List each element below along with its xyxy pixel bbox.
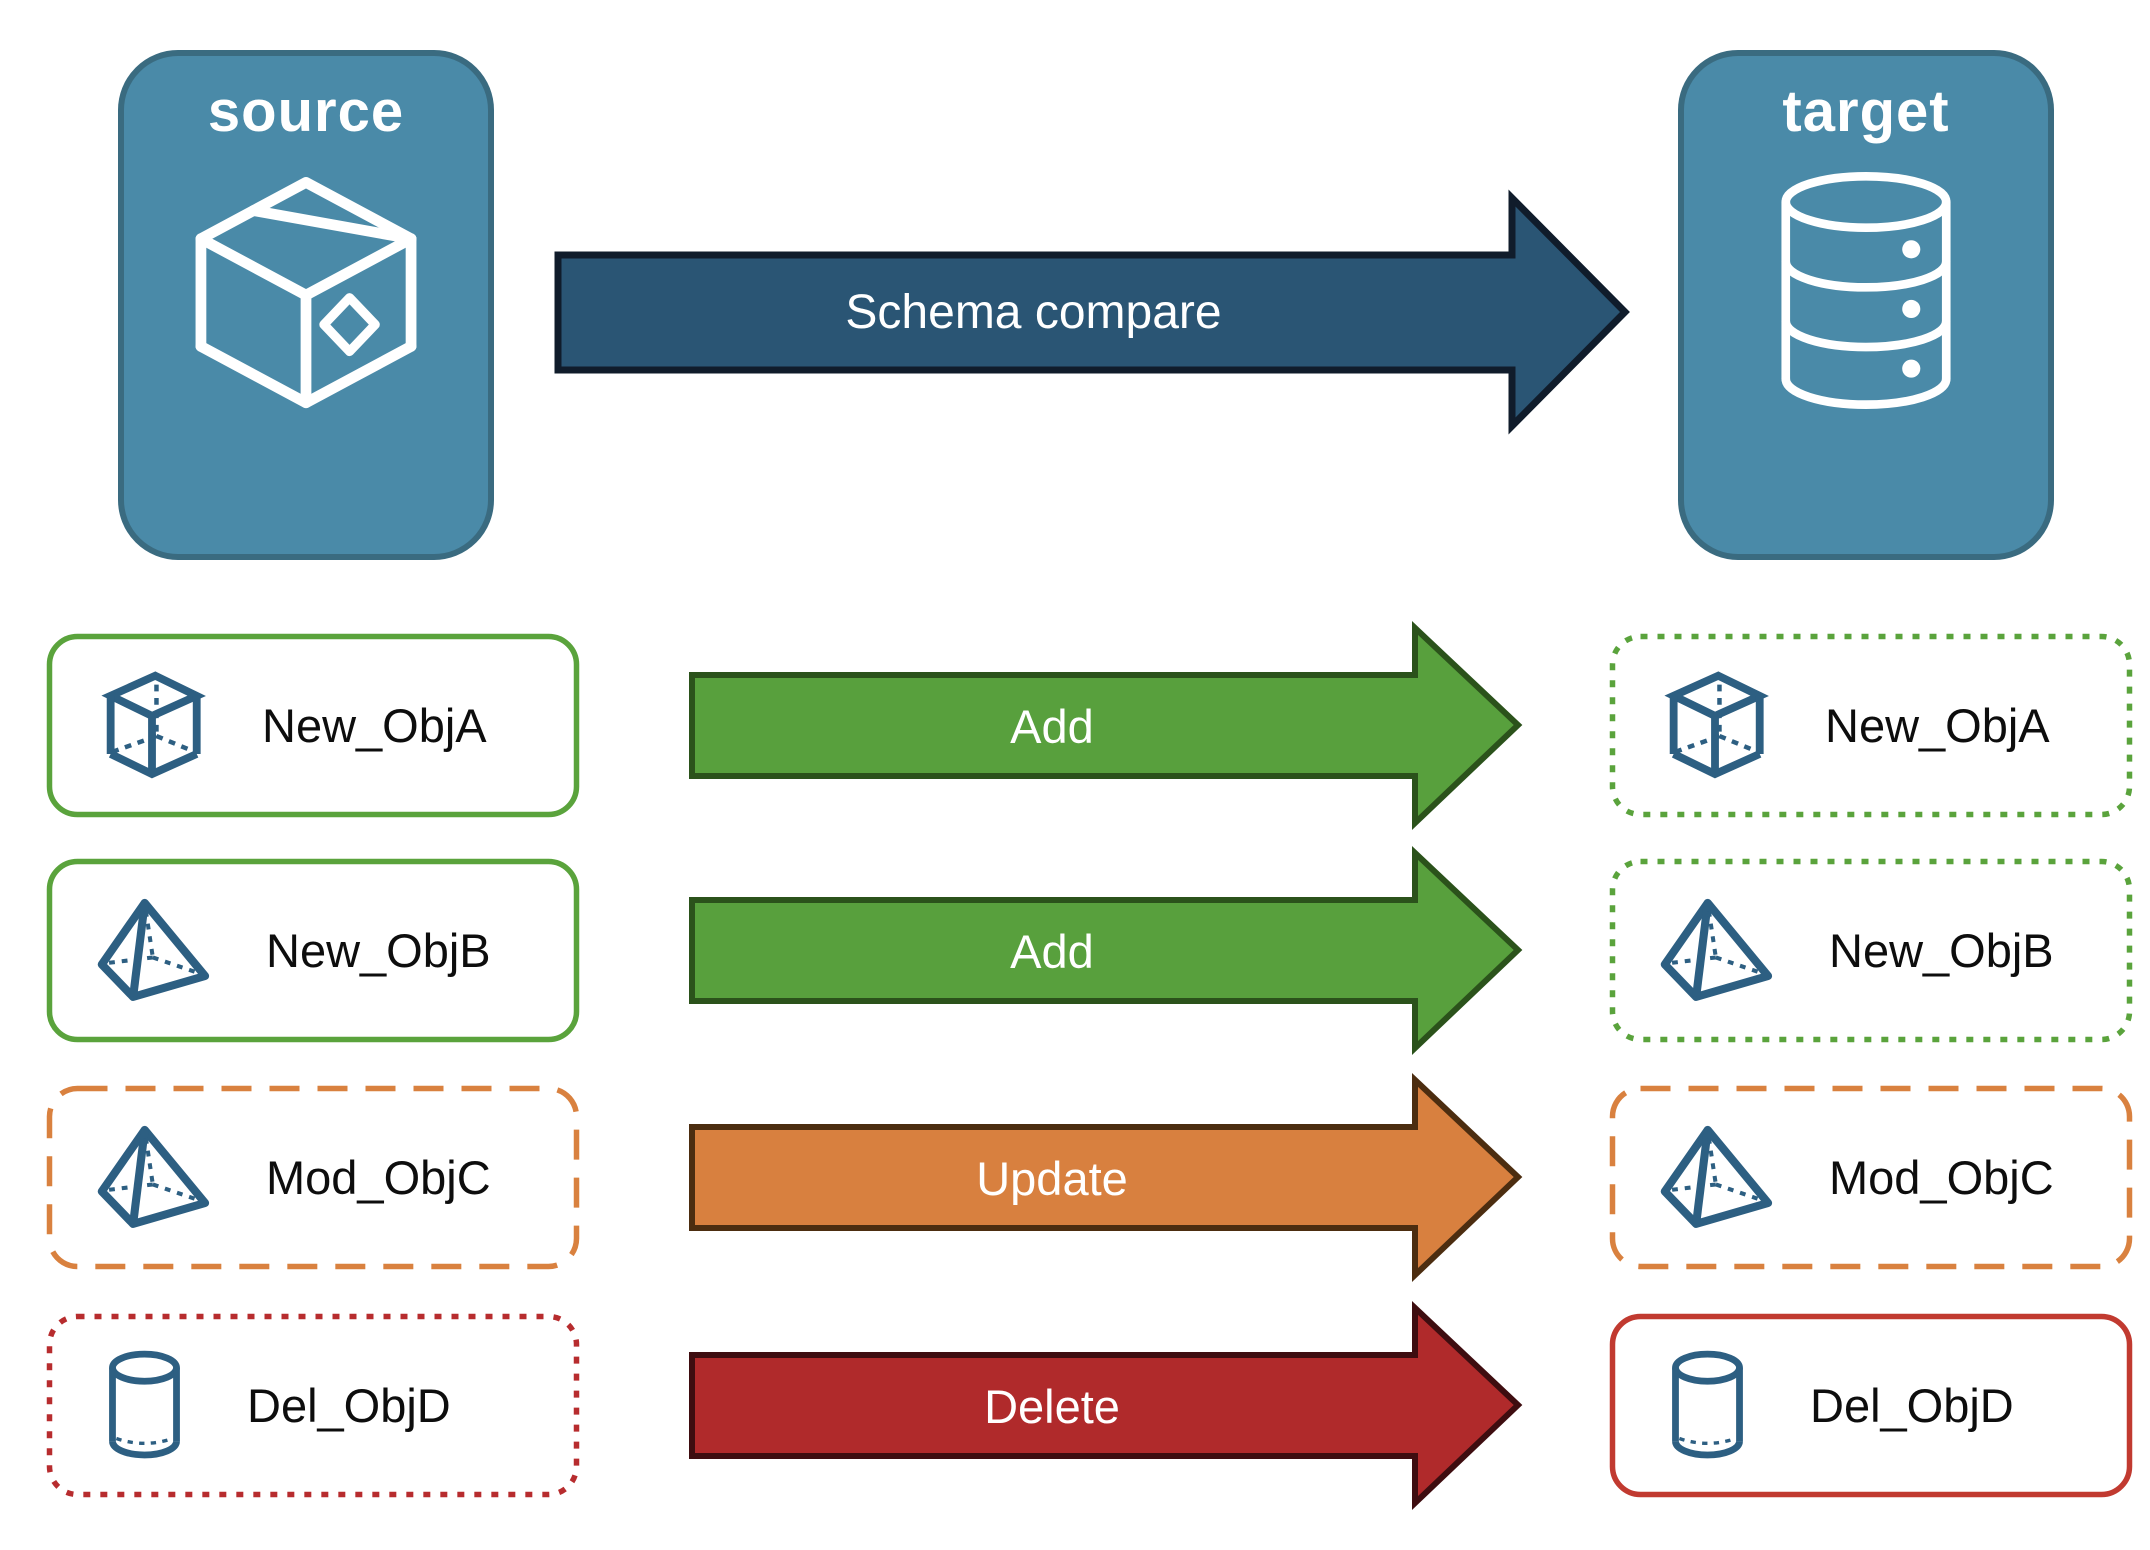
object-name: Mod_ObjC — [1829, 1151, 2054, 1204]
database-icon — [1763, 167, 1969, 423]
action-label: Update — [976, 1151, 1128, 1205]
source-object-border — [46, 633, 580, 818]
action-label: Add — [1010, 924, 1094, 978]
target-object-border — [1609, 633, 2133, 818]
target-object-box: New_ObjB — [1609, 858, 2133, 1043]
action-arrow — [689, 1073, 1523, 1282]
action-arrow — [689, 621, 1523, 830]
target-object-box: Mod_ObjC — [1609, 1085, 2133, 1270]
object-name: Del_ObjD — [247, 1379, 451, 1432]
object-icon — [96, 897, 212, 1004]
source-title: source — [207, 79, 405, 144]
source-object-box: New_ObjA — [46, 633, 580, 818]
target-title: target — [1782, 79, 1950, 144]
source-object-border — [46, 1085, 580, 1270]
object-name: New_ObjA — [262, 699, 487, 752]
source-object-border — [46, 858, 580, 1043]
diff-row: Mod_ObjC Update — [0, 1073, 2150, 1282]
schema-compare-label: Schema compare — [845, 286, 1222, 339]
object-name: New_ObjB — [1829, 924, 2054, 977]
object-icon — [1659, 1124, 1775, 1231]
object-name: New_ObjB — [266, 924, 491, 977]
object-name: New_ObjA — [1825, 699, 2050, 752]
action-arrow — [689, 1301, 1523, 1510]
schema-compare-arrow — [554, 189, 1630, 435]
action-arrow — [689, 846, 1523, 1055]
target-object-box: New_ObjA — [1609, 633, 2133, 818]
object-icon — [1659, 897, 1775, 1004]
source-object-box: New_ObjB — [46, 858, 580, 1043]
object-icon — [96, 669, 208, 783]
object-name: Mod_ObjC — [266, 1151, 491, 1204]
action-label: Delete — [984, 1379, 1120, 1433]
target-object-border — [1609, 858, 2133, 1043]
diff-row: New_ObjB Add — [0, 846, 2150, 1055]
object-icon — [1659, 669, 1771, 783]
diff-row: New_ObjA Add — [0, 621, 2150, 830]
action-arrow-shape — [689, 1073, 1523, 1282]
target-object-border — [1609, 1313, 2133, 1498]
action-arrow-shape — [689, 1301, 1523, 1510]
target-node: target — [1678, 50, 2054, 560]
object-icon — [96, 1124, 212, 1231]
object-icon — [96, 1347, 193, 1464]
action-arrow-shape — [689, 846, 1523, 1055]
action-label: Add — [1010, 699, 1094, 753]
target-object-box: Del_ObjD — [1609, 1313, 2133, 1498]
package-box-icon — [177, 167, 435, 418]
action-arrow-shape — [689, 621, 1523, 830]
diff-row: Del_ObjD Delete — [0, 1301, 2150, 1510]
source-node: source — [118, 50, 494, 560]
source-object-box: Mod_ObjC — [46, 1085, 580, 1270]
source-object-box: Del_ObjD — [46, 1313, 580, 1498]
object-name: Del_ObjD — [1810, 1379, 2014, 1432]
schema-compare-arrow-shape — [554, 189, 1630, 435]
object-icon — [1659, 1347, 1756, 1464]
